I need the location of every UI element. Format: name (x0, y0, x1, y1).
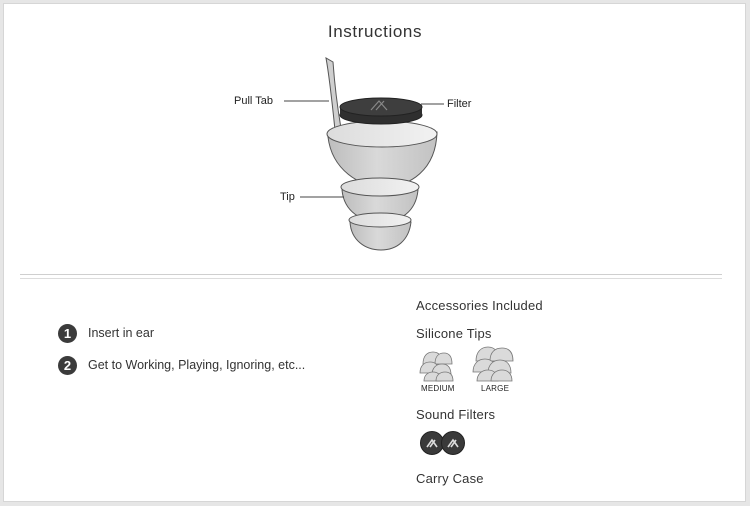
sound-filter-1-icon (420, 431, 444, 455)
filter-label: Filter (447, 98, 472, 110)
medium-size-label: MEDIUM (421, 384, 455, 393)
top-bowl-shape (326, 120, 438, 188)
step-2-text: Get to Working, Playing, Ignoring, etc..… (88, 358, 306, 372)
step-1: 1 Insert in ear (58, 323, 154, 343)
section-divider (20, 274, 722, 275)
filter-shape (339, 97, 423, 125)
pull-tab-label: Pull Tab (234, 95, 273, 107)
step-1-badge: 1 (58, 323, 77, 343)
step-2-badge: 2 (58, 355, 77, 375)
section-divider-shadow (20, 278, 722, 279)
instructions-card (3, 3, 746, 502)
accessories-heading: Accessories Included (416, 298, 543, 313)
medium-tips-icon (419, 351, 454, 382)
step-1-text: Insert in ear (88, 326, 155, 340)
silicone-tips-heading: Silicone Tips (416, 326, 492, 341)
page-title: Instructions (327, 22, 423, 41)
large-size-label: LARGE (481, 384, 510, 393)
large-tips-icon (472, 346, 514, 382)
carry-case-heading: Carry Case (416, 471, 484, 486)
bottom-tip-shape (348, 212, 412, 251)
sound-filters-heading: Sound Filters (416, 407, 496, 422)
sound-filter-2-icon (441, 431, 465, 455)
tip-label: Tip (280, 191, 295, 203)
silicone-tips-icons (419, 346, 514, 382)
earplug-diagram (284, 57, 444, 251)
step-2: 2 Get to Working, Playing, Ignoring, etc… (58, 355, 305, 375)
